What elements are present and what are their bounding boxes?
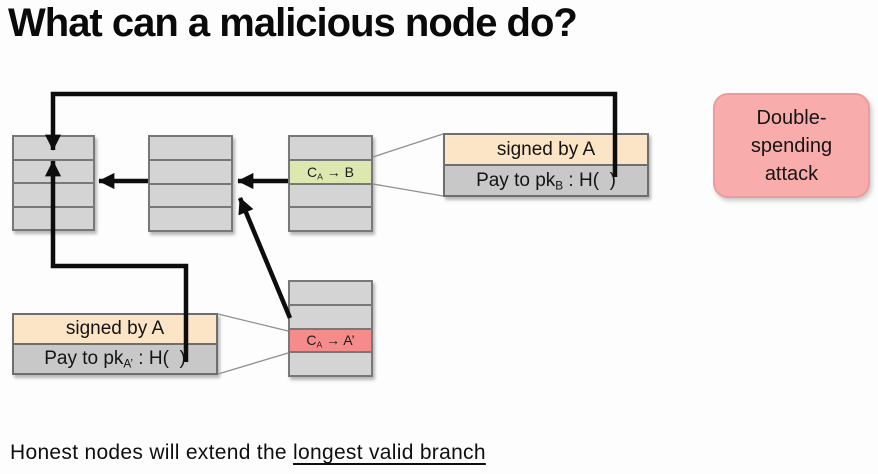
block-row — [14, 137, 93, 159]
footer-prefix: Honest nodes will extend the — [10, 441, 294, 464]
callout-line-red-bottom — [217, 352, 289, 375]
blockchain-block-4-fork: CA → A’ — [288, 280, 373, 377]
blockchain-block-2 — [148, 135, 233, 232]
block-row — [14, 205, 93, 230]
slide-title: What can a malicious node do? — [8, 1, 578, 45]
block-row — [150, 182, 231, 207]
block-row — [290, 282, 371, 304]
tx-label: CA → B — [306, 163, 355, 182]
block-row — [150, 206, 231, 230]
block-row — [290, 351, 371, 375]
signed-by-a-header: signed by A — [14, 315, 216, 343]
block-row — [14, 182, 93, 206]
block-row — [14, 158, 93, 183]
block-row — [150, 137, 231, 159]
callout-line-green-bottom — [372, 183, 444, 197]
block-row — [290, 137, 371, 159]
tx-box-pay-to-a-prime: signed by A Pay to pkA’ : H( ) — [12, 313, 218, 375]
tx-box-pay-to-b: signed by A Pay to pkB : H( ) — [443, 133, 649, 197]
footer-underlined: longest valid branch — [293, 441, 486, 464]
double-spending-callout: Double- spending attack — [713, 93, 870, 198]
pay-label: Pay to pkA’ : H( ) — [44, 348, 186, 371]
signed-by-a-header: signed by A — [445, 135, 647, 164]
blockchain-block-3: CA → B — [288, 135, 373, 232]
pay-label: Pay to pkB : H( ) — [476, 169, 616, 192]
callout-line-green-top — [372, 133, 444, 158]
callout-line-red-top — [217, 313, 289, 332]
footer-note: Honest nodes will extend the longest val… — [10, 441, 486, 465]
tx-cell-ca-to-b: CA → B — [290, 158, 371, 183]
blockchain-block-1 — [12, 135, 95, 231]
tx-label: CA → A’ — [306, 332, 355, 350]
block-row — [290, 206, 371, 230]
pay-to-pkb-row: Pay to pkB : H( ) — [445, 164, 647, 195]
block-row — [150, 158, 231, 183]
pay-to-pka-row: Pay to pkA’ : H( ) — [14, 343, 216, 373]
block-row — [290, 303, 371, 328]
fork-arrow-b4-to-b2 — [237, 197, 293, 319]
block-row — [290, 182, 371, 207]
tx-cell-ca-to-a-prime: CA → A’ — [290, 327, 371, 352]
